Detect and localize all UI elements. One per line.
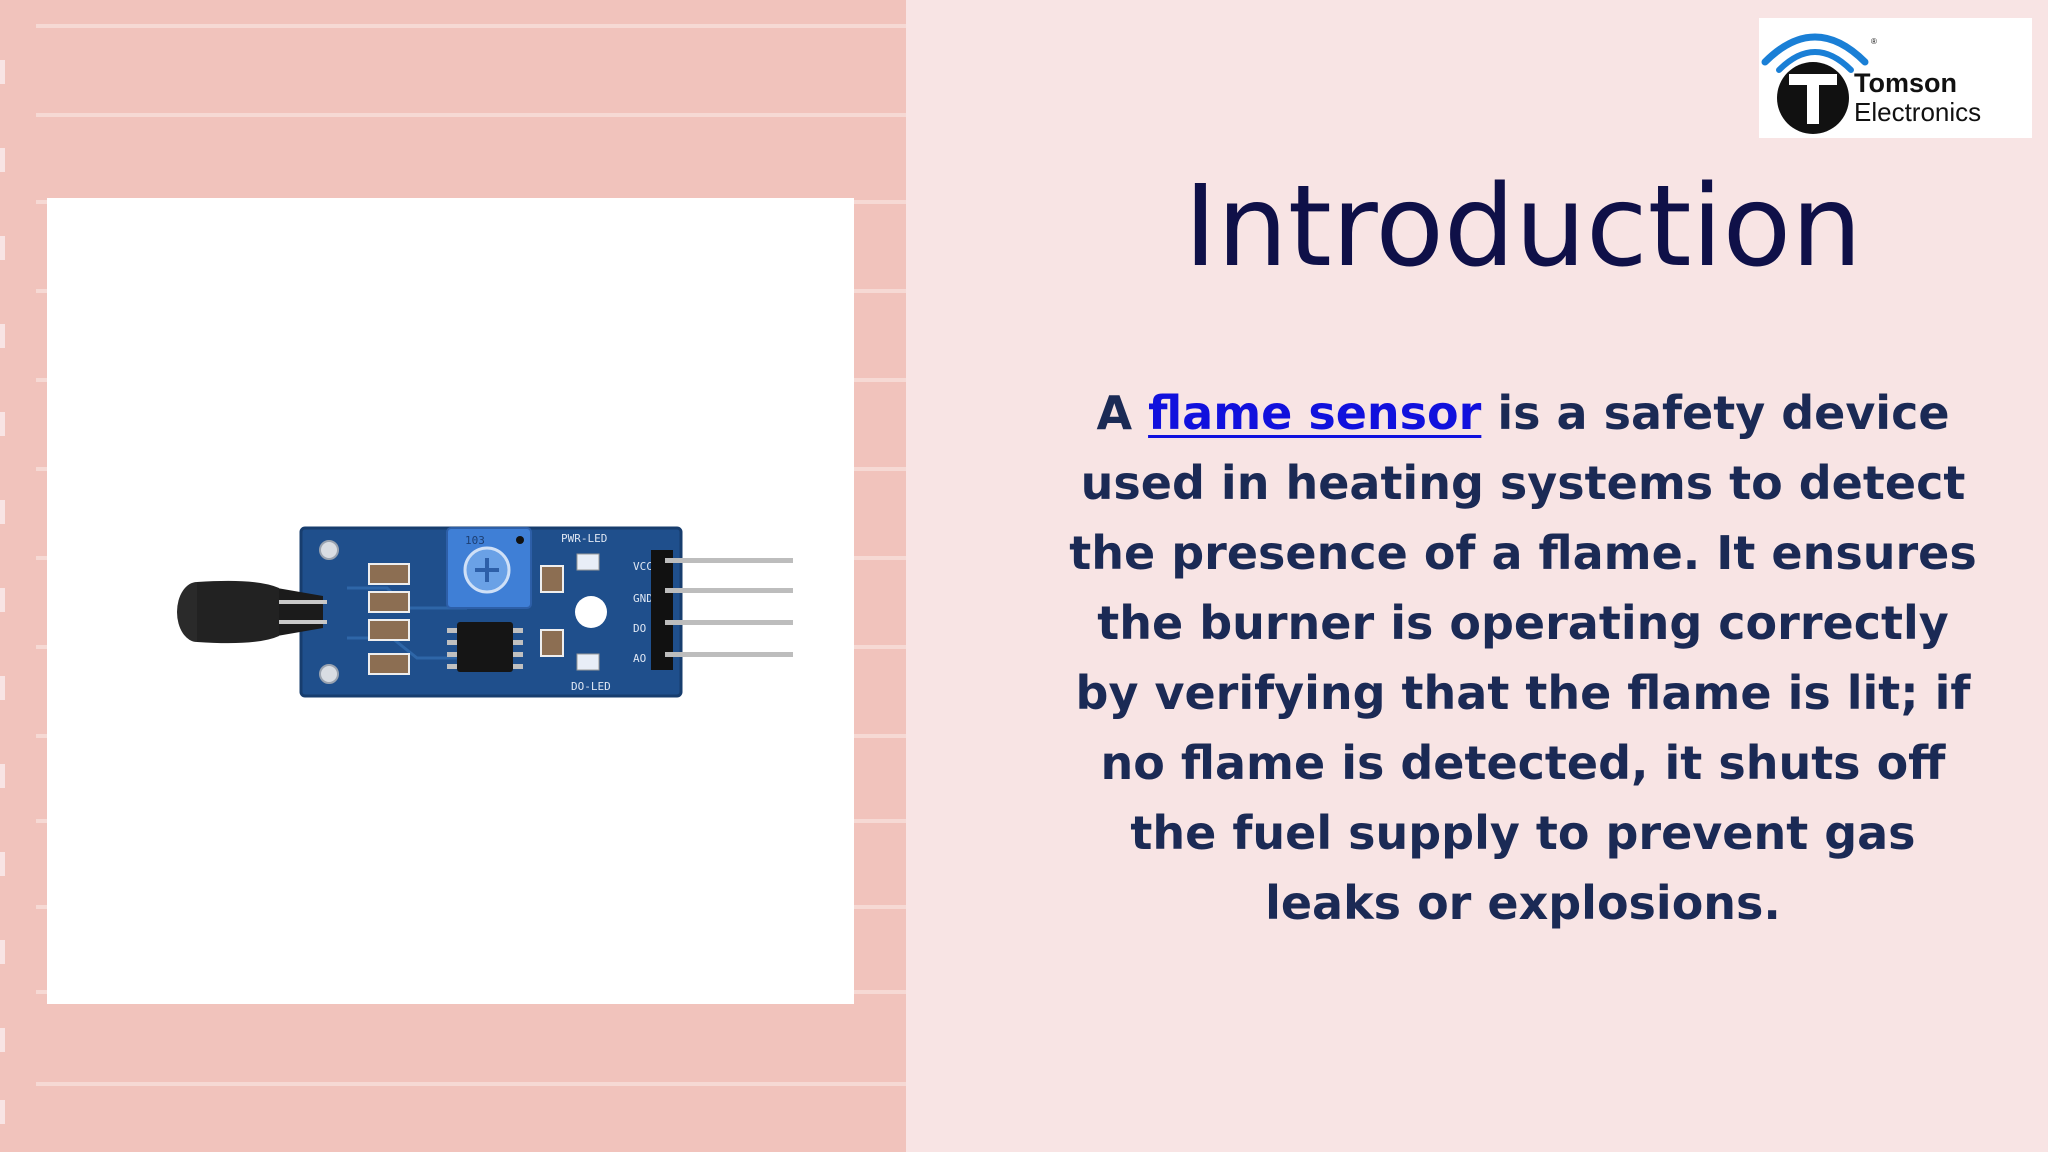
edge-tick: [0, 676, 5, 700]
ir-receiver: [277, 588, 323, 636]
pin-label-vcc: VCC: [633, 560, 653, 573]
do-led: [576, 653, 600, 671]
edge-tick: [0, 764, 5, 788]
stripe: [36, 24, 906, 28]
slide-body-text: A flame sensor is a safety device used i…: [1060, 378, 1986, 938]
logo-sub: Electronics: [1854, 97, 1982, 127]
pin-label-gnd: GND: [633, 592, 653, 605]
pin-label-ao: AO: [633, 652, 646, 665]
edge-tick: [0, 588, 5, 612]
stripe: [36, 1082, 906, 1086]
edge-tick: [0, 852, 5, 876]
mount-hole: [319, 540, 339, 560]
pin-label-do: DO: [633, 622, 646, 635]
body-prefix: A: [1096, 386, 1149, 440]
mount-hole: [319, 664, 339, 684]
edge-tick: [0, 1028, 5, 1052]
do-led-label: DO-LED: [571, 680, 611, 693]
edge-tick: [0, 500, 5, 524]
edge-tick: [0, 60, 5, 84]
smd-resistors: [368, 563, 564, 675]
tomson-logo: ® Tomson Electronics: [1759, 18, 2032, 138]
edge-tick: [0, 1100, 5, 1124]
pwr-led: [576, 553, 600, 571]
flame-sensor-photo-card: 103 PWR-LED DO-LED VCC GND DO AO: [47, 198, 854, 1004]
edge-tick: [0, 148, 5, 172]
stripe: [36, 113, 906, 117]
edge-tick: [0, 412, 5, 436]
edge-tick: [0, 324, 5, 348]
slide-title: Introduction: [1183, 162, 1863, 292]
svg-text:®: ®: [1871, 37, 1877, 46]
header-pins: [651, 550, 793, 670]
flame-sensor-link[interactable]: flame sensor: [1148, 386, 1482, 440]
comparator-ic: [457, 622, 513, 672]
edge-tick: [0, 940, 5, 964]
edge-tick: [0, 236, 5, 260]
body-suffix: is a safety device used in heating syste…: [1069, 386, 1977, 930]
logo-brand: Tomson: [1854, 68, 1957, 98]
pwr-led-label: PWR-LED: [561, 532, 607, 545]
flame-sensor-module-image: 103 PWR-LED DO-LED VCC GND DO AO: [177, 526, 793, 698]
center-hole: [575, 596, 607, 628]
tomson-t-wifi-logo-icon: ®: [1761, 33, 1877, 134]
pot-marking: 103: [465, 534, 485, 547]
